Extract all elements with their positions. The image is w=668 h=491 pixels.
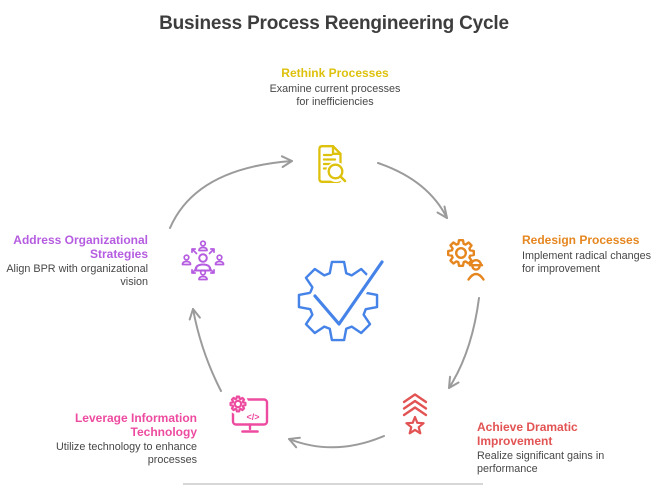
stage-label: Leverage Information Technology bbox=[74, 411, 197, 439]
stage-label: Achieve Dramatic Improvement bbox=[477, 420, 578, 448]
stage-description: Utilize technology to enhance processes bbox=[55, 441, 197, 466]
stage-description: Align BPR with organizational vision bbox=[6, 263, 148, 288]
stage-description: Implement radical changes for improvemen… bbox=[522, 249, 652, 275]
stage-address-organizational-strategies: Address Organizational Strategies Align … bbox=[0, 233, 148, 289]
cycle-arrows bbox=[169, 155, 480, 449]
stage-label: Address Organizational Strategies bbox=[13, 233, 148, 261]
stage-description: Realize significant gains in performance bbox=[477, 450, 605, 475]
document-search-icon bbox=[318, 145, 347, 183]
diagram-title: Business Process Reengineering Cycle bbox=[159, 13, 509, 34]
stage-description: Examine current processes for inefficien… bbox=[269, 82, 401, 108]
stage-leverage-information-technology: Leverage Information Technology Utilize … bbox=[0, 411, 197, 467]
stage-redesign-processes: Redesign Processes Implement radical cha… bbox=[522, 233, 668, 276]
arrow-bottomright-to-bottomleft bbox=[288, 435, 385, 449]
bottom-crop-line bbox=[183, 483, 483, 485]
stage-achieve-dramatic-improvement: Achieve Dramatic Improvement Realize sig… bbox=[477, 420, 652, 476]
code-glyph: </> bbox=[246, 412, 259, 422]
arrow-right-to-bottomright bbox=[448, 297, 480, 389]
arrow-left-to-top bbox=[169, 155, 293, 229]
arrow-top-to-right bbox=[377, 162, 448, 219]
gear-engineer-icon bbox=[447, 239, 485, 281]
gear-checkmark-icon bbox=[297, 257, 387, 342]
stage-label: Rethink Processes bbox=[281, 66, 389, 80]
arrow-bottomleft-to-left bbox=[188, 308, 222, 392]
monitor-code-gear-icon: </> bbox=[227, 393, 269, 433]
stage-rethink-processes: Rethink Processes Examine current proces… bbox=[244, 66, 426, 109]
star-rise-icon bbox=[402, 393, 428, 435]
stage-label: Redesign Processes bbox=[522, 233, 640, 247]
people-network-icon bbox=[181, 240, 225, 281]
